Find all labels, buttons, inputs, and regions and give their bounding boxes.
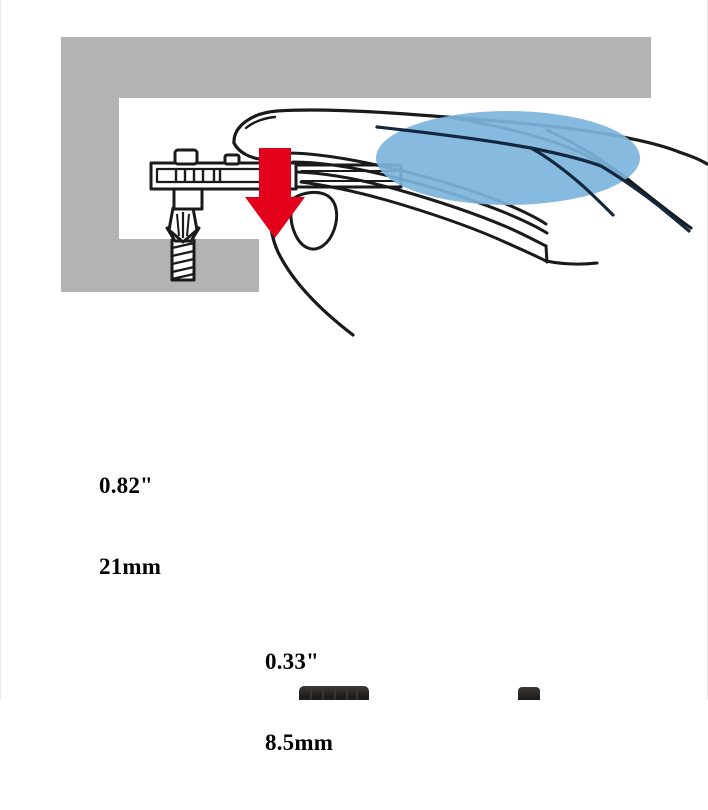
height-mm-value: 21mm xyxy=(99,554,162,579)
height-dimension-label: 0.82" 21mm xyxy=(99,418,161,634)
width-dimension-label: 0.33" 8.5mm xyxy=(265,594,333,810)
height-inches-value: 0.82" xyxy=(99,473,154,498)
screw-with-anchor xyxy=(165,206,201,282)
usage-illustration xyxy=(1,0,708,340)
blue-highlight-ellipse xyxy=(376,111,640,205)
width-inches-value: 0.33" xyxy=(265,649,320,674)
width-mm-value: 8.5mm xyxy=(265,730,334,755)
hand-back-lines-overlay xyxy=(375,125,691,233)
wall-corner-shape xyxy=(61,37,651,292)
page-root: 0.82" 21mm 0.33" 8.5mm xyxy=(0,0,708,755)
pocket-driver-side-view xyxy=(299,686,540,700)
dimension-diagram xyxy=(1,340,708,700)
downward-force-arrow xyxy=(245,148,305,238)
